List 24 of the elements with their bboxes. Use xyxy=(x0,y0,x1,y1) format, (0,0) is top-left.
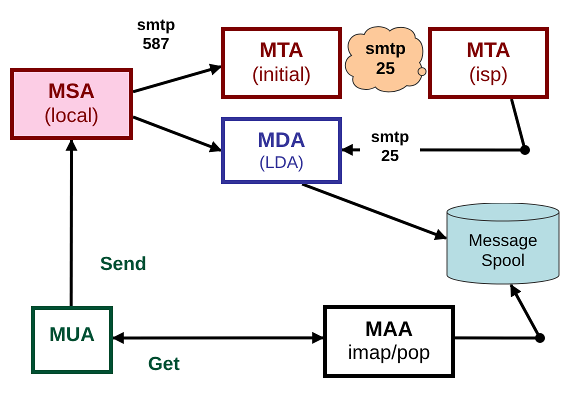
node-title: MUA xyxy=(49,324,95,347)
node-subtitle: imap/pop xyxy=(348,342,430,366)
arrow xyxy=(65,138,78,306)
node-subtitle: (isp) xyxy=(469,64,508,87)
node-subtitle: (LDA) xyxy=(259,152,304,172)
arrow xyxy=(132,116,222,152)
process-box xyxy=(221,27,342,99)
process-box xyxy=(323,305,455,378)
node-title: MAA xyxy=(365,318,413,342)
arrow xyxy=(132,64,222,94)
node-subtitle: (local) xyxy=(44,104,99,128)
node-title: smtp 25 xyxy=(364,39,407,79)
arrow xyxy=(112,332,324,344)
process-box xyxy=(428,27,549,99)
node-title: MTA xyxy=(466,39,510,64)
node-title: MTA xyxy=(260,39,304,64)
node-title: MSA xyxy=(48,80,95,105)
node-title: Message Spool xyxy=(468,231,538,271)
process-box xyxy=(10,68,133,140)
arrow xyxy=(302,182,448,240)
node-subtitle: (initial) xyxy=(252,64,311,87)
process-box xyxy=(221,117,342,184)
node-title: MDA xyxy=(258,128,306,153)
process-box xyxy=(31,306,113,374)
